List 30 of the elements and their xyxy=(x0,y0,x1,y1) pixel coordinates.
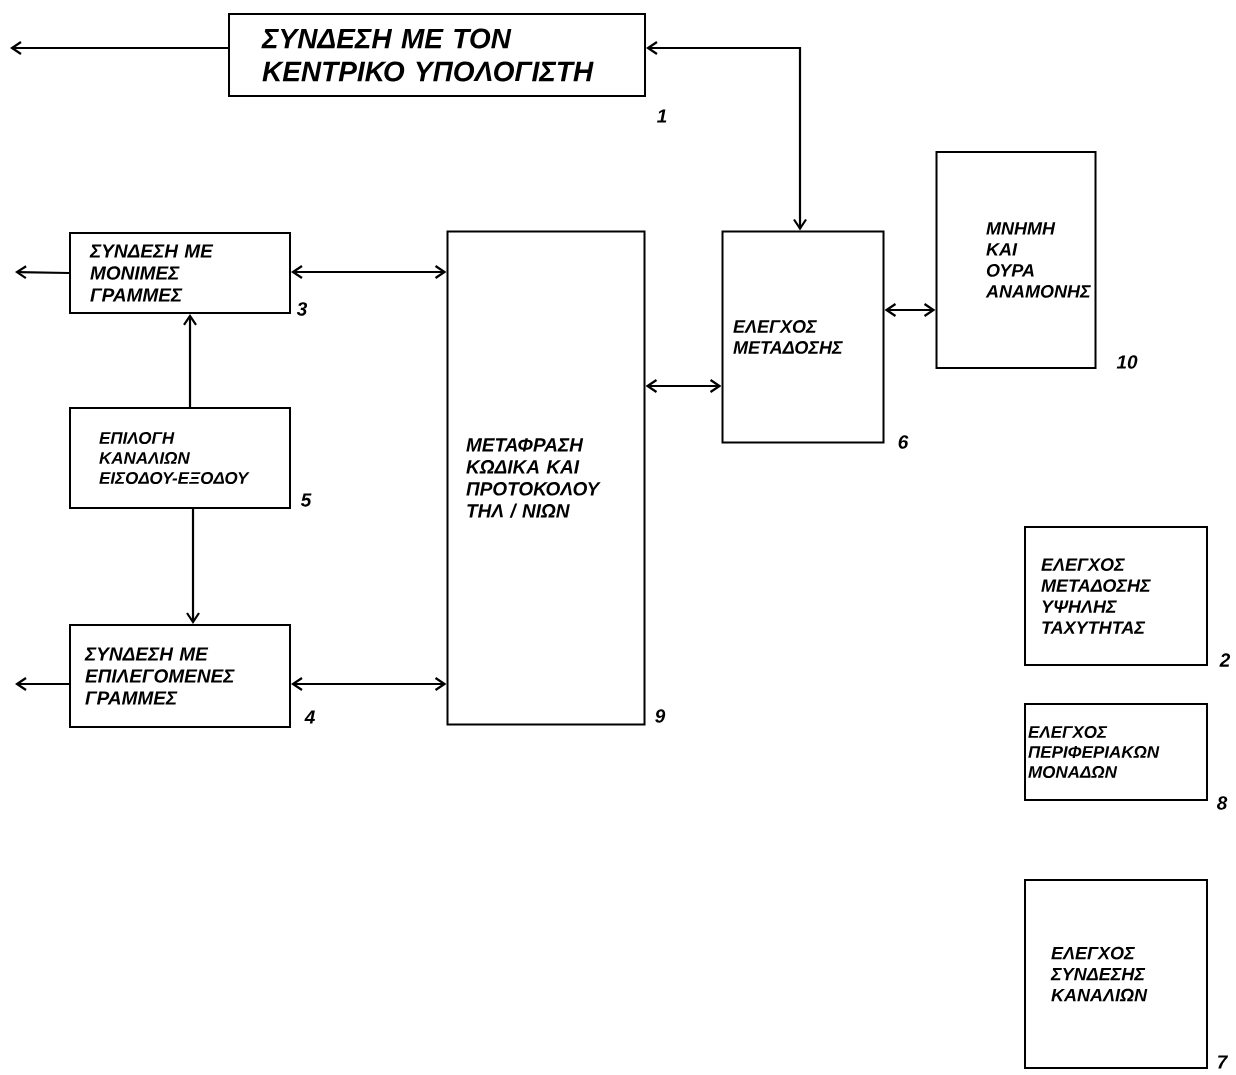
callout-number: 10 xyxy=(1116,355,1138,369)
process-box: ΕΛΕΓΧΟΣ ΣΥΝΔΕΣΗΣ ΚΑΝΑΛΙΩΝ xyxy=(1024,879,1208,1069)
process-box: ΣΥΝΔΕΣΗ ΜΕ ΕΠΙΛΕΓΟΜΕΝΕΣ ΓΡΑΜΜΕΣ xyxy=(69,624,291,728)
callout-number: 6 xyxy=(898,435,909,449)
arrow xyxy=(186,509,200,624)
callout-number: 5 xyxy=(300,493,312,507)
process-box: ΜΕΤΑΦΡΑΣΗ ΚΩΔΙΚΑ ΚΑΙ ΠΡΟΤΟΚΟΛΟΥ ΤΗΛ / ΝΙΩΝ xyxy=(446,230,646,726)
callout-number: 4 xyxy=(304,710,315,724)
callout-number: 2 xyxy=(1219,653,1231,667)
arrow xyxy=(646,41,807,231)
callout-number: 7 xyxy=(1218,1055,1229,1069)
process-box: ΕΛΕΓΧΟΣ ΜΕΤΑΔΟΣΗΣ xyxy=(721,230,885,444)
process-box: ΕΠΙΛΟΓΗ ΚΑΝΑΛΙΩΝ ΕΙΣΟΔΟΥ-ΕΞΟΔΟΥ xyxy=(69,407,291,509)
process-box: ΣΥΝΔΕΣΗ ΜΕ ΜΟΝΙΜΕΣ ΓΡΑΜΜΕΣ xyxy=(69,232,291,314)
callout-number: 3 xyxy=(296,302,308,316)
process-box: ΕΛΕΓΧΟΣ ΜΕΤΑΔΟΣΗΣ ΥΨΗΛΗΣ ΤΑΧΥΤΗΤΑΣ xyxy=(1024,526,1208,666)
arrow xyxy=(15,677,69,691)
arrow xyxy=(15,265,70,280)
arrow xyxy=(183,314,197,407)
callout-number: 9 xyxy=(655,709,666,723)
arrow xyxy=(884,303,936,317)
arrow xyxy=(645,379,722,393)
arrow xyxy=(10,41,228,55)
callout-number: 1 xyxy=(657,109,667,123)
arrow xyxy=(291,677,447,691)
process-box: ΣΥΝΔΕΣΗ ΜΕ ΤΟΝ ΚΕΝΤΡΙΚΟ ΥΠΟΛΟΓΙΣΤΗ xyxy=(228,13,646,97)
callout-number: 8 xyxy=(1217,796,1228,810)
process-box: ΜΝΗΜΗ ΚΑΙ ΟΥΡΑ ΑΝΑΜΟΝΗΣ xyxy=(935,151,1097,369)
process-box: ΕΛΕΓΧΟΣ ΠΕΡΙΦΕΡΙΑΚΩΝ ΜΟΝΑΔΩΝ xyxy=(1024,703,1208,801)
arrow xyxy=(291,265,447,279)
